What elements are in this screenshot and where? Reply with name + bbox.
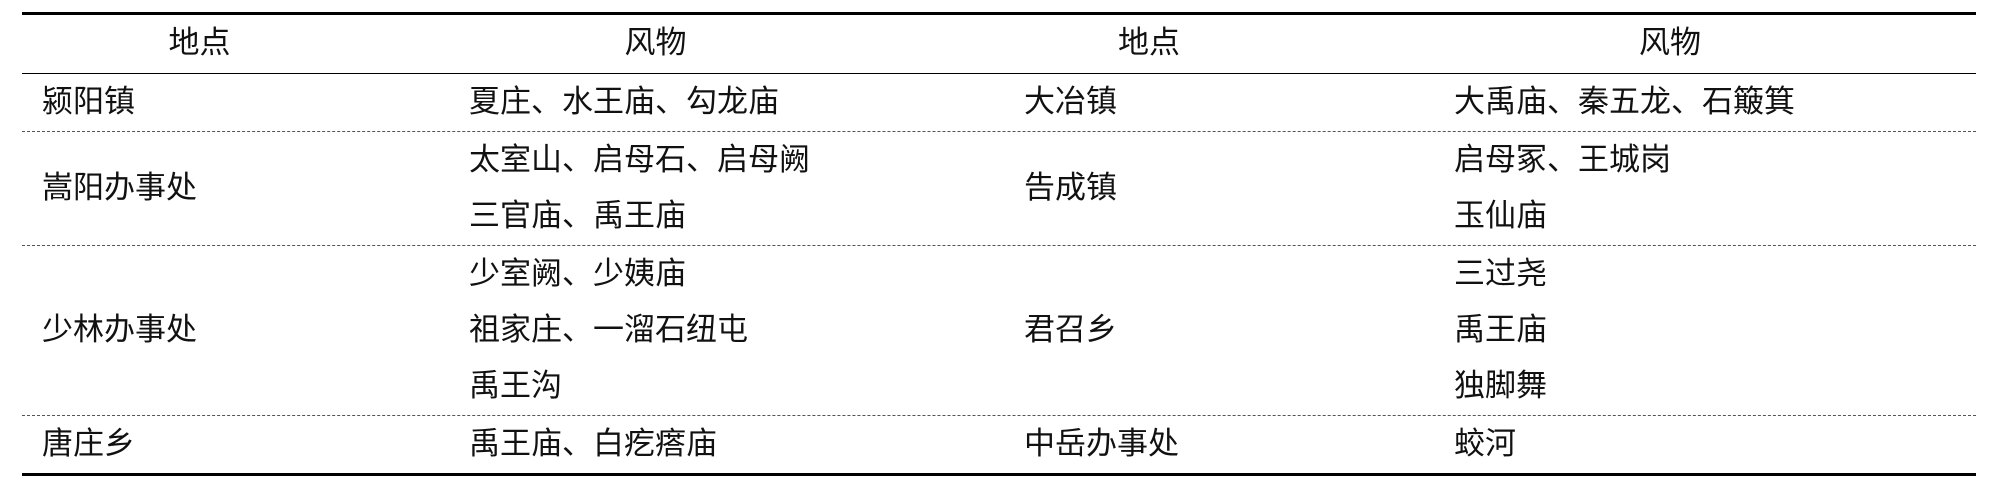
- feature-line: 三过尧: [1454, 256, 1547, 292]
- table-row: 少林办事处 少室阙、少姨庙 祖家庄、一溜石纽屯 禹王沟 君召乡 三过尧 禹王庙 …: [22, 246, 1976, 415]
- row-divider: [22, 131, 1976, 132]
- feature-table: 地点 风物 地点 风物 颍阳镇 夏庄、水王庙、勾龙庙 大冶镇 大禹庙、秦五龙、石…: [22, 12, 1976, 476]
- table-row: 嵩阳办事处 太室山、启母石、启母阙 三官庙、禹王庙 告成镇 启母冢、王城岗 玉仙…: [22, 132, 1976, 245]
- place-cell: 颍阳镇: [42, 84, 135, 120]
- feature-line: 禹王沟: [469, 368, 562, 404]
- place-cell: 嵩阳办事处: [42, 170, 197, 206]
- header-place-2: 地点: [1118, 25, 1180, 61]
- header-feature-2: 风物: [1639, 25, 1701, 61]
- header-rule: [22, 73, 1976, 74]
- place-cell: 中岳办事处: [1024, 426, 1179, 462]
- feature-line: 少室阙、少姨庙: [469, 256, 686, 292]
- feature-line: 三官庙、禹王庙: [469, 198, 686, 234]
- row-divider: [22, 245, 1976, 246]
- feature-line: 独脚舞: [1454, 368, 1547, 404]
- feature-line: 大禹庙、秦五龙、石簸箕: [1454, 84, 1795, 120]
- feature-line: 玉仙庙: [1454, 198, 1547, 234]
- place-cell: 唐庄乡: [42, 426, 135, 462]
- place-cell: 君召乡: [1024, 312, 1117, 348]
- header-feature-1: 风物: [624, 25, 687, 61]
- feature-line: 夏庄、水王庙、勾龙庙: [469, 84, 779, 120]
- table-top-rule: [22, 12, 1976, 15]
- table-bottom-rule: [22, 473, 1976, 476]
- table-header-row: 地点 风物 地点 风物: [22, 15, 1976, 73]
- place-cell: 大冶镇: [1024, 84, 1117, 120]
- place-cell: 少林办事处: [42, 312, 197, 348]
- header-place-1: 地点: [168, 25, 231, 61]
- feature-line: 祖家庄、一溜石纽屯: [469, 312, 748, 348]
- feature-line: 蛟河: [1454, 426, 1516, 462]
- row-divider: [22, 415, 1976, 416]
- feature-line: 启母冢、王城岗: [1454, 142, 1671, 178]
- table-row: 颍阳镇 夏庄、水王庙、勾龙庙 大冶镇 大禹庙、秦五龙、石簸箕: [22, 74, 1976, 131]
- place-cell: 告成镇: [1024, 170, 1117, 206]
- feature-line: 太室山、启母石、启母阙: [469, 142, 810, 178]
- feature-line: 禹王庙、白疙瘩庙: [469, 426, 717, 462]
- feature-line: 禹王庙: [1454, 312, 1547, 348]
- table-row: 唐庄乡 禹王庙、白疙瘩庙 中岳办事处 蛟河: [22, 416, 1976, 473]
